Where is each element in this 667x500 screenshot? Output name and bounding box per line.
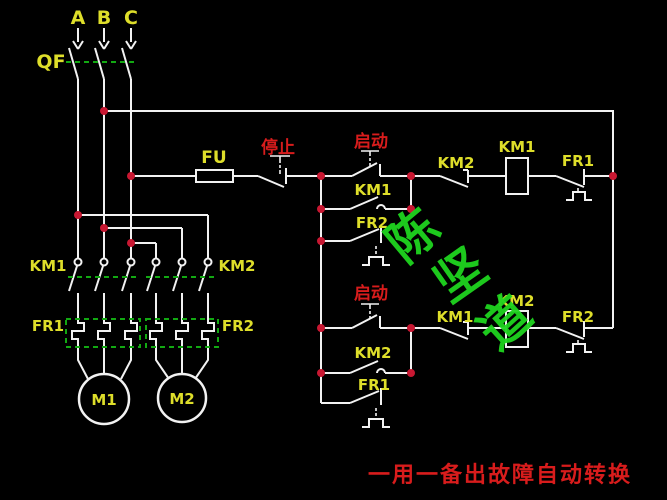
breaker-blades <box>68 47 132 80</box>
branch-feed-b <box>104 227 183 259</box>
control-wiring <box>104 110 614 428</box>
fuse-label: FU <box>201 148 226 168</box>
km2-interlock-symbol <box>439 169 506 188</box>
fr2-overload-symbol <box>555 321 613 353</box>
start1-button-symbol <box>321 150 440 177</box>
control-supply-rail <box>104 110 614 328</box>
phase-b-lead <box>98 28 110 50</box>
thermal-heater-elements <box>71 293 215 380</box>
branch-feed-a <box>78 214 209 259</box>
km2-main-label: KM2 <box>219 257 256 275</box>
km1-selfhold-label: KM1 <box>355 181 392 199</box>
fr1-transfer-symbol <box>321 388 390 428</box>
km1-interlock-symbol <box>439 321 506 340</box>
km1-coil-label: KM1 <box>499 138 536 156</box>
km2-selfhold-symbol <box>321 360 411 374</box>
mechanical-linkages <box>65 61 219 348</box>
labels: A B C QF FU KM1 KM2 FR1 FR2 M1 M2 停止 启动 … <box>30 7 632 488</box>
phase-b-label: B <box>97 7 111 29</box>
start2-button-label: 启动 <box>354 283 388 304</box>
km1-main-label: KM1 <box>30 257 67 275</box>
fuse-symbol <box>195 169 234 183</box>
phase-a-lead <box>72 28 84 50</box>
thermal2-box-outline <box>145 318 219 348</box>
km2-main-contacts <box>146 257 213 292</box>
motor1-label: M1 <box>91 391 116 409</box>
fr1-transfer-label: FR1 <box>358 376 390 394</box>
fr2-transfer-symbol <box>321 226 390 266</box>
motor2-circle <box>156 372 208 424</box>
power-wiring <box>68 28 215 426</box>
start2-button-symbol <box>321 303 440 329</box>
motor2-label: M2 <box>169 390 194 408</box>
km2-interlock-label: KM2 <box>438 154 475 172</box>
km2-selfhold-label: KM2 <box>355 344 392 362</box>
km1-coil-symbol <box>505 157 529 195</box>
junction-dots <box>74 107 617 377</box>
stop-button-label: 停止 <box>261 137 295 158</box>
km1-interlock-label: KM1 <box>437 308 474 326</box>
fr1-box-label: FR1 <box>32 317 64 335</box>
km1-selfhold-symbol <box>321 196 411 210</box>
km2-coil-label: KM2 <box>498 292 535 310</box>
fr1-overload-label: FR1 <box>562 152 594 170</box>
branch-feed-c <box>131 242 157 259</box>
phase-a-label: A <box>71 7 86 29</box>
thermal1-box-outline <box>65 318 141 348</box>
km1-main-contacts <box>68 257 136 292</box>
fr2-box-label: FR2 <box>222 317 254 335</box>
caption-text: 一用一备出故障自动转换 <box>368 462 632 488</box>
fr1-overload-symbol <box>555 169 613 201</box>
fr2-overload-label: FR2 <box>562 308 594 326</box>
motor1-circle <box>77 372 131 426</box>
phase-verticals <box>77 79 132 259</box>
stop-button-symbol <box>257 155 321 188</box>
breaker-label: QF <box>36 51 65 73</box>
phase-c-lead <box>125 28 137 50</box>
start1-button-label: 启动 <box>354 131 388 152</box>
fr2-transfer-label: FR2 <box>356 214 388 232</box>
phase-c-label: C <box>124 7 138 29</box>
